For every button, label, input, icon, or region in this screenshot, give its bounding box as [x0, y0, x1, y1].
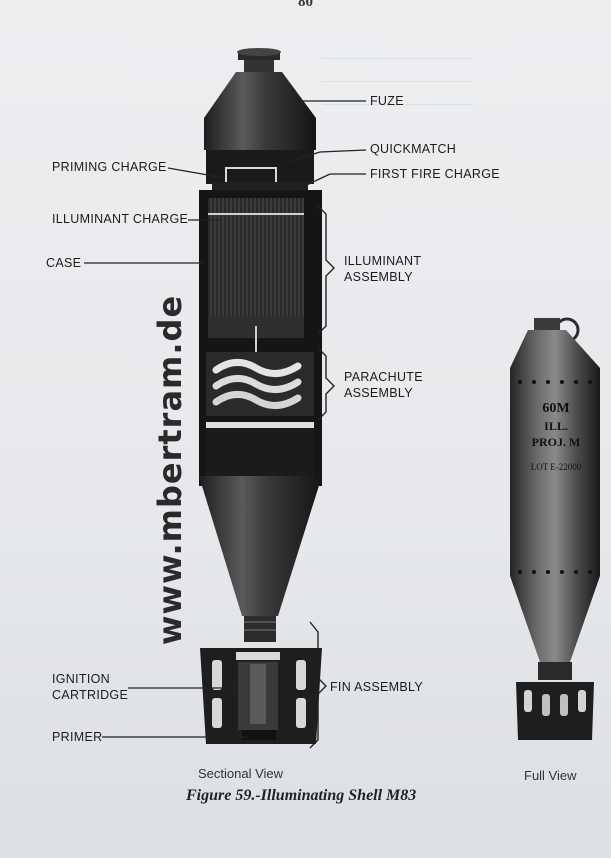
- page-number: 80: [298, 0, 313, 10]
- marking-line-2: ILL.: [544, 419, 568, 433]
- marking-line-3: PROJ. M: [532, 435, 581, 449]
- label-parachute-assembly-2: ASSEMBLY: [344, 386, 413, 400]
- shell-marking: 60M ILL. PROJ. M LOT E-22000: [531, 401, 582, 472]
- label-fuze: FUZE: [370, 94, 404, 108]
- label-illuminant-assembly-2: ASSEMBLY: [344, 270, 413, 284]
- leader-lines: [84, 100, 367, 738]
- full-view-label: Full View: [524, 768, 577, 783]
- label-priming-charge: PRIMING CHARGE: [52, 160, 167, 174]
- watermark: www.mbertram.de: [151, 294, 189, 646]
- label-parachute-assembly-1: PARACHUTE: [344, 370, 423, 384]
- label-illuminant-charge: ILLUMINANT CHARGE: [52, 212, 189, 226]
- tail-cone-shape: [199, 476, 322, 616]
- assembly-brackets: [309, 205, 335, 749]
- label-case: CASE: [46, 256, 82, 270]
- marking-line-4: LOT E-22000: [531, 462, 582, 472]
- label-primer: PRIMER: [52, 730, 103, 744]
- marking-line-1: 60M: [542, 401, 569, 416]
- illuminant-charge-shape: [208, 198, 304, 316]
- label-quickmatch: QUICKMATCH: [370, 142, 457, 156]
- label-ignition-cartridge-1: IGNITION: [52, 672, 110, 686]
- fin-assembly-shape: [200, 648, 322, 744]
- sectional-view-label: Sectional View: [198, 766, 284, 781]
- label-first-fire-charge: FIRST FIRE CHARGE: [370, 167, 500, 181]
- figure-caption: Figure 59.-Illuminating Shell M83: [186, 787, 417, 804]
- label-ignition-cartridge-2: CARTRIDGE: [52, 688, 129, 702]
- label-illuminant-assembly-1: ILLUMINANT: [344, 254, 422, 268]
- fuze-shape: [204, 48, 316, 150]
- full-view-shell: [510, 317, 600, 740]
- sectional-view-shell: [199, 48, 322, 744]
- bleed-through-text: [322, 36, 472, 111]
- label-fin-assembly: FIN ASSEMBLY: [330, 680, 423, 694]
